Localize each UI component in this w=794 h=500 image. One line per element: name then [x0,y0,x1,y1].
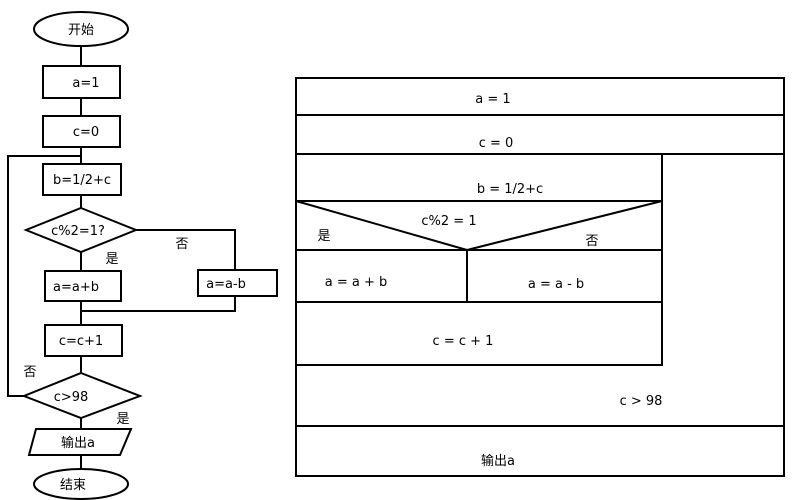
cond-diamond [23,206,139,254]
nsd-yes-label: 是 [317,229,330,244]
end-label: 结束 [60,478,86,493]
a-plus-box [44,270,122,302]
nsd-no-label: 否 [585,234,598,249]
nsd-b-calc: b = 1/2+c [477,182,543,197]
nassi-shneiderman-diagram: a = 1 c = 0 b = 1/2+c c%2 = 1 是 否 a = a … [295,77,785,477]
nsd-c-inc: c = c + 1 [433,334,494,349]
start-node [33,11,129,47]
b-calc-box [42,163,122,196]
loop-cond-label: c>98 [54,390,89,405]
a-minus-box [197,269,278,297]
nsd-a-minus: a = a - b [528,277,584,292]
c-inc-label: c=c+1 [59,334,103,349]
edge-cond-no [136,229,236,270]
output-parallelogram [27,428,133,456]
end-node [33,468,129,500]
edge-aminus-merge [81,296,236,312]
loop-diamond [21,371,143,420]
loop-yes-label: 是 [116,412,129,427]
nsd-cond-label: c%2 = 1 [421,214,476,229]
flowchart: 开始 a=1 c=0 b=1/2+c c%2=1? 是 否 a=a+b a=a-… [7,11,278,500]
nsd-loop-cond: c > 98 [620,394,663,409]
cond-label: c%2=1? [51,224,105,239]
c-init-label: c=0 [73,125,99,140]
nsd-loop-body [296,154,663,366]
nsd-cond-left-diag [295,200,468,251]
a-minus-label: a=a-b [206,277,246,292]
cond-no-label: 否 [175,237,188,252]
nsd-cond-right-diag [466,200,663,251]
nsd-c-init: c = 0 [479,136,514,151]
nsd-output: 输出a [481,453,515,469]
loop-no-label: 否 [23,365,36,380]
a-init-label: a=1 [72,76,99,91]
cond-yes-label: 是 [105,252,118,267]
nsd-a-init: a = 1 [475,92,510,107]
a-plus-label: a=a+b [53,280,99,295]
c-inc-box [44,324,123,357]
nsd-frame [295,77,785,477]
a-init-box [42,65,121,99]
edge-loop-back [7,155,81,397]
c-init-box [42,115,121,148]
b-calc-label: b=1/2+c [53,173,111,188]
nsd-a-plus: a = a + b [325,275,388,290]
start-label: 开始 [68,23,94,38]
output-label: 输出a [61,435,95,451]
